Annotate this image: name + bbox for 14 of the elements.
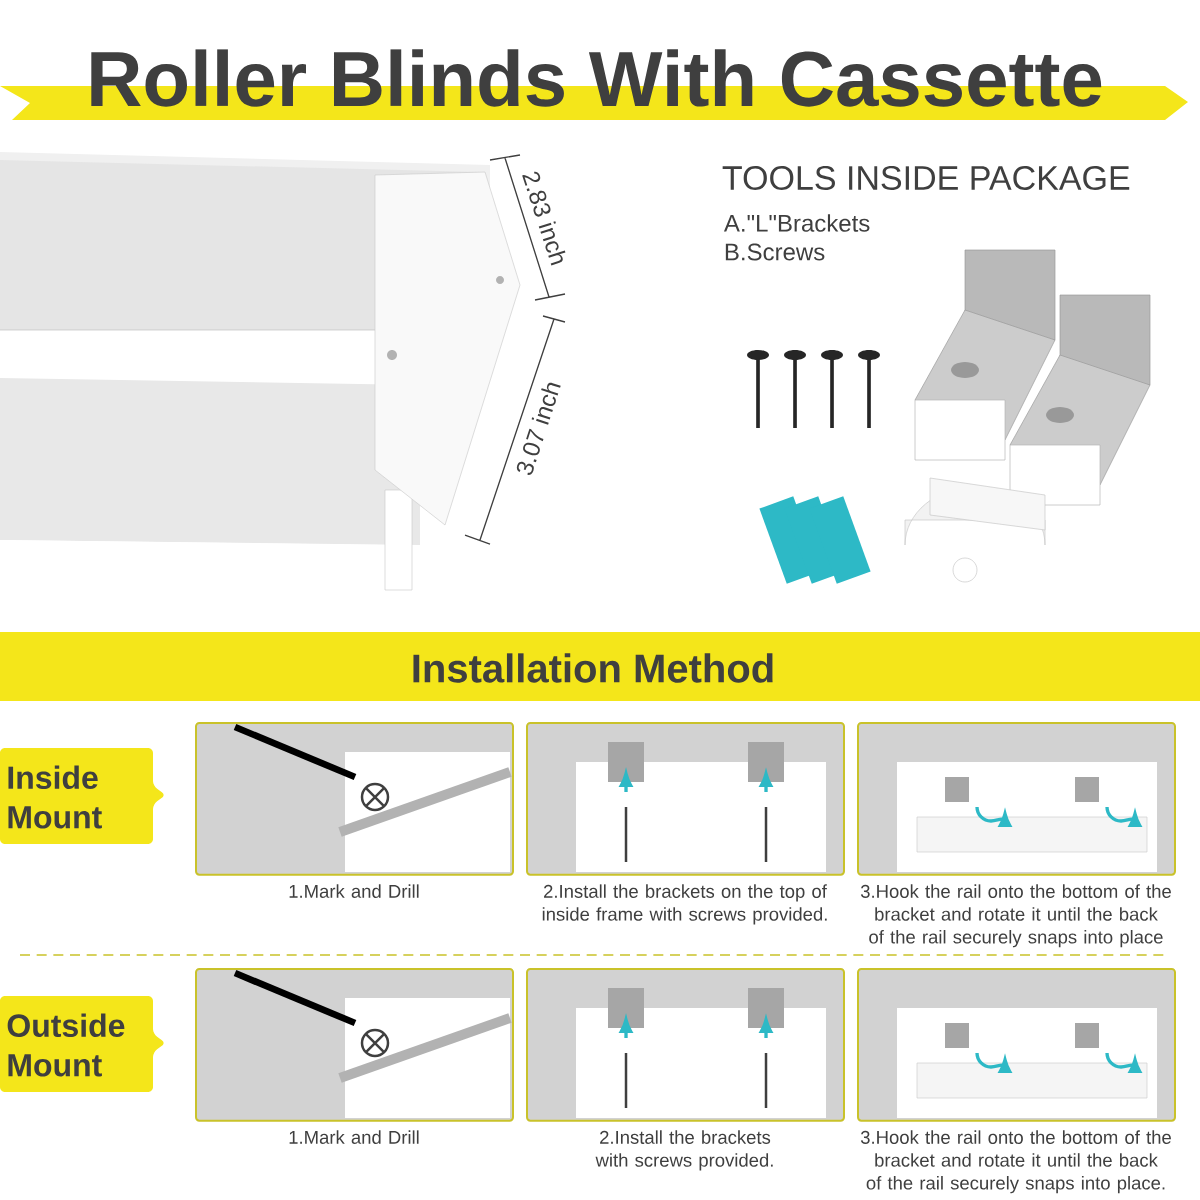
step-caption: 2.Install the brackets on the top of inside frame with screws provided. xyxy=(542,884,827,925)
list-item: B.Screws xyxy=(725,243,825,261)
step-caption: 3.Hook the rail onto the bottom of the bracket and rotate it until the back of the rail securely snaps into place. xyxy=(860,1130,1171,1194)
list-item: A."L"Brackets xyxy=(723,214,870,232)
dimension-label: 3.07 inch xyxy=(512,376,564,480)
step-caption: 3.Hook the rail onto the bottom of the bracket and rotate it until the back of the rail securely snaps into place xyxy=(860,884,1171,948)
mount-tag: Outside Mount xyxy=(0,996,164,1092)
step-caption: 1.Mark and Drill xyxy=(289,884,419,898)
step-caption: 2.Install the brackets with screws provided. xyxy=(595,1130,773,1171)
dimension-label: 2.83 inch xyxy=(519,166,571,270)
section-banner: Installation Method xyxy=(0,632,1200,701)
mount-tag: Inside Mount xyxy=(0,748,164,844)
heading: TOOLS INSIDE PACKAGE xyxy=(722,166,1130,191)
step-caption: 1.Mark and Drill xyxy=(289,1130,419,1144)
